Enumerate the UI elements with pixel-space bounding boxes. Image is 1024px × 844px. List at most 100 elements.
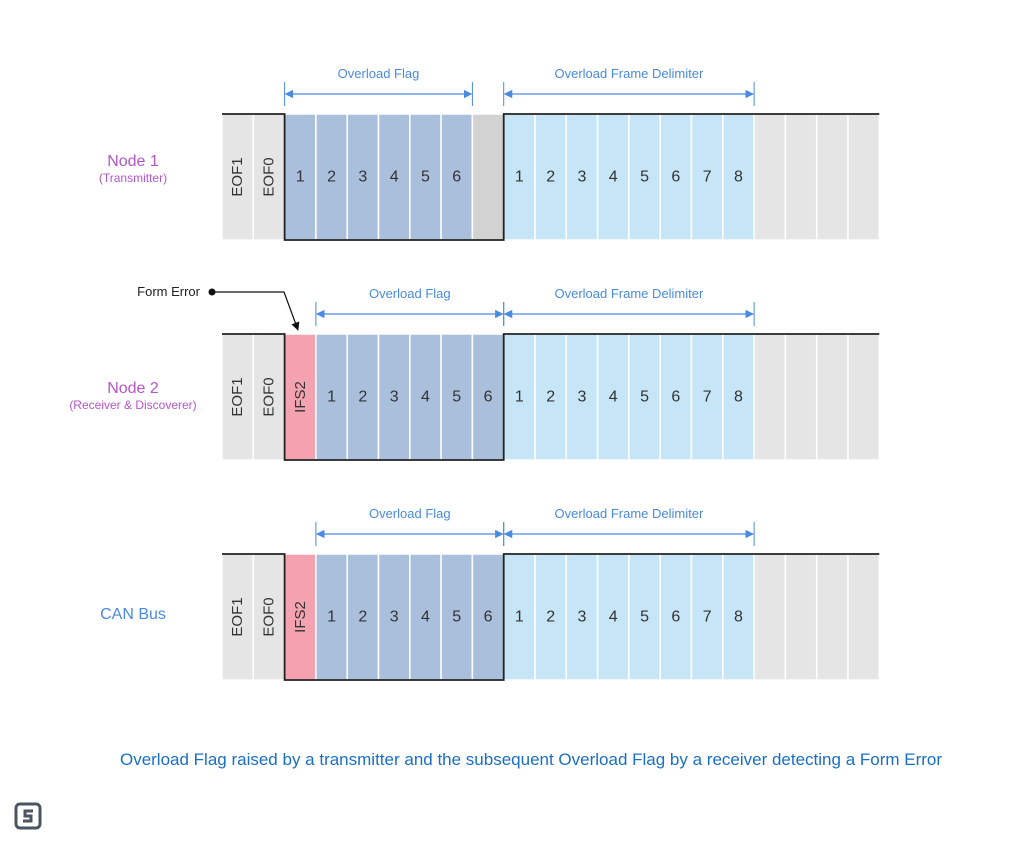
form-error-annotation: Form Error bbox=[137, 284, 200, 299]
canbus-cell-flag bbox=[315, 553, 348, 681]
canbus-bit-label: 6 bbox=[484, 609, 493, 626]
canbus-signal-line bbox=[222, 553, 880, 681]
css-electronics-logo-icon bbox=[14, 802, 42, 830]
node1-cell-idle bbox=[815, 113, 849, 241]
canbus-bit-label: 1 bbox=[327, 609, 336, 626]
node1-delimiter-label: Overload Frame Delimiter bbox=[554, 66, 703, 81]
node1-bit-label: 6 bbox=[452, 169, 461, 186]
node2-label: Node 2 (Receiver & Discoverer) bbox=[33, 380, 233, 412]
node2-cell-delim bbox=[628, 333, 661, 461]
node1-signal-line bbox=[222, 113, 880, 241]
canbus-bit-label: 1 bbox=[515, 609, 524, 626]
node2-name: Node 2 bbox=[107, 380, 159, 397]
node1-bit-label: 5 bbox=[640, 169, 649, 186]
canbus-cell-flag bbox=[377, 553, 411, 681]
diagram-caption: Overload Flag raised by a transmitter an… bbox=[119, 750, 943, 769]
canbus-bit-label: 5 bbox=[452, 609, 461, 626]
node2-field-label: EOF0 bbox=[260, 377, 277, 416]
node2-bit-label: 7 bbox=[703, 389, 712, 406]
node1-bit-label: 4 bbox=[390, 169, 399, 186]
node1-field-label: EOF0 bbox=[260, 157, 277, 196]
canbus-cell-delim bbox=[534, 553, 568, 681]
node1-cell-idle bbox=[753, 113, 787, 241]
node1-bit-label: 8 bbox=[734, 169, 743, 186]
node1-cell-delim bbox=[502, 113, 536, 241]
canbus-cell-delim bbox=[596, 553, 630, 681]
canbus-cell-idle bbox=[815, 553, 849, 681]
canbus-cell-idle bbox=[784, 553, 818, 681]
node1-cell-delim bbox=[690, 113, 724, 241]
node1-cell-delim bbox=[565, 113, 599, 241]
node1-label: Node 1 (Transmitter) bbox=[33, 153, 233, 185]
canbus-bit-label: 3 bbox=[390, 609, 399, 626]
canbus-field-label: EOF0 bbox=[260, 597, 277, 636]
node1-cell-idle bbox=[784, 113, 818, 241]
node2-subtitle: (Receiver & Discoverer) bbox=[69, 398, 197, 412]
node2-cell-idle bbox=[221, 333, 255, 461]
canbus-label: CAN Bus bbox=[33, 606, 233, 624]
node1-bit-label: 3 bbox=[577, 169, 586, 186]
node1-bit-label: 2 bbox=[546, 169, 555, 186]
node2-bit-label: 5 bbox=[452, 389, 461, 406]
canbus-name: CAN Bus bbox=[100, 606, 166, 623]
node2-bit-label: 8 bbox=[734, 389, 743, 406]
node1-bit-label: 3 bbox=[358, 169, 367, 186]
canbus-bit-label: 2 bbox=[358, 609, 367, 626]
node1-cell-idle bbox=[847, 113, 881, 241]
canbus-cell-idle bbox=[847, 553, 881, 681]
node1-cell-gap bbox=[471, 113, 505, 241]
node2-bit-label: 1 bbox=[515, 389, 524, 406]
canbus-cell-flag bbox=[346, 553, 380, 681]
node2-field-label: EOF1 bbox=[229, 377, 246, 416]
node2-bit-label: 4 bbox=[609, 389, 618, 406]
canbus-cell-delim bbox=[690, 553, 724, 681]
node1-bit-label: 1 bbox=[296, 169, 305, 186]
canbus-bit-label: 4 bbox=[609, 609, 618, 626]
node1-bit-label: 7 bbox=[703, 169, 712, 186]
node1-field-label: EOF1 bbox=[229, 157, 246, 196]
canbus-bit-label: 8 bbox=[734, 609, 743, 626]
node1-cell-flag bbox=[377, 113, 411, 241]
canbus-bit-label: 4 bbox=[421, 609, 430, 626]
canbus-cell-idle bbox=[252, 553, 286, 681]
node2-delimiter-label: Overload Frame Delimiter bbox=[554, 286, 703, 301]
node2-bit-label: 2 bbox=[546, 389, 555, 406]
node2-bit-label: 6 bbox=[484, 389, 493, 406]
node1-cell-delim bbox=[659, 113, 693, 241]
node1-cell-delim bbox=[596, 113, 630, 241]
node1-bit-label: 6 bbox=[671, 169, 680, 186]
node2-overload-flag-label: Overload Flag bbox=[369, 286, 451, 301]
node2-cell-delim bbox=[596, 333, 630, 461]
node2-bit-label: 6 bbox=[671, 389, 680, 406]
node1-name: Node 1 bbox=[107, 153, 159, 170]
canbus-cell-delim bbox=[722, 553, 755, 681]
canbus-delimiter-label: Overload Frame Delimiter bbox=[554, 506, 703, 521]
node2-cell-idle bbox=[784, 333, 818, 461]
canbus-bit-label: 5 bbox=[640, 609, 649, 626]
canbus-bit-label: 6 bbox=[671, 609, 680, 626]
node1-bit-label: 5 bbox=[421, 169, 430, 186]
node1-bit-label: 2 bbox=[327, 169, 336, 186]
node2-bit-label: 3 bbox=[390, 389, 399, 406]
canbus-bit-label: 3 bbox=[577, 609, 586, 626]
canbus-cell-flag bbox=[409, 553, 442, 681]
node2-cell-idle bbox=[753, 333, 787, 461]
node2-field-label: IFS2 bbox=[292, 381, 309, 413]
node2-bit-label: 3 bbox=[577, 389, 586, 406]
node1-bit-label: 1 bbox=[515, 169, 524, 186]
canbus-cell-idle bbox=[753, 553, 787, 681]
canbus-bit-label: 7 bbox=[703, 609, 712, 626]
canbus-cell-idle bbox=[221, 553, 255, 681]
node2-cell-idle bbox=[815, 333, 849, 461]
node1-bit-label: 4 bbox=[609, 169, 618, 186]
form-error-pointer bbox=[212, 291, 300, 331]
node1-cell-idle bbox=[221, 113, 255, 241]
canbus-bit-label: 2 bbox=[546, 609, 555, 626]
node2-bit-label: 1 bbox=[327, 389, 336, 406]
canbus-field-label: EOF1 bbox=[229, 597, 246, 636]
node1-subtitle: (Transmitter) bbox=[98, 171, 168, 185]
node1-cell-flag bbox=[440, 113, 474, 241]
node2-cell-flag bbox=[409, 333, 442, 461]
canbus-overload-flag-label: Overload Flag bbox=[369, 506, 451, 521]
